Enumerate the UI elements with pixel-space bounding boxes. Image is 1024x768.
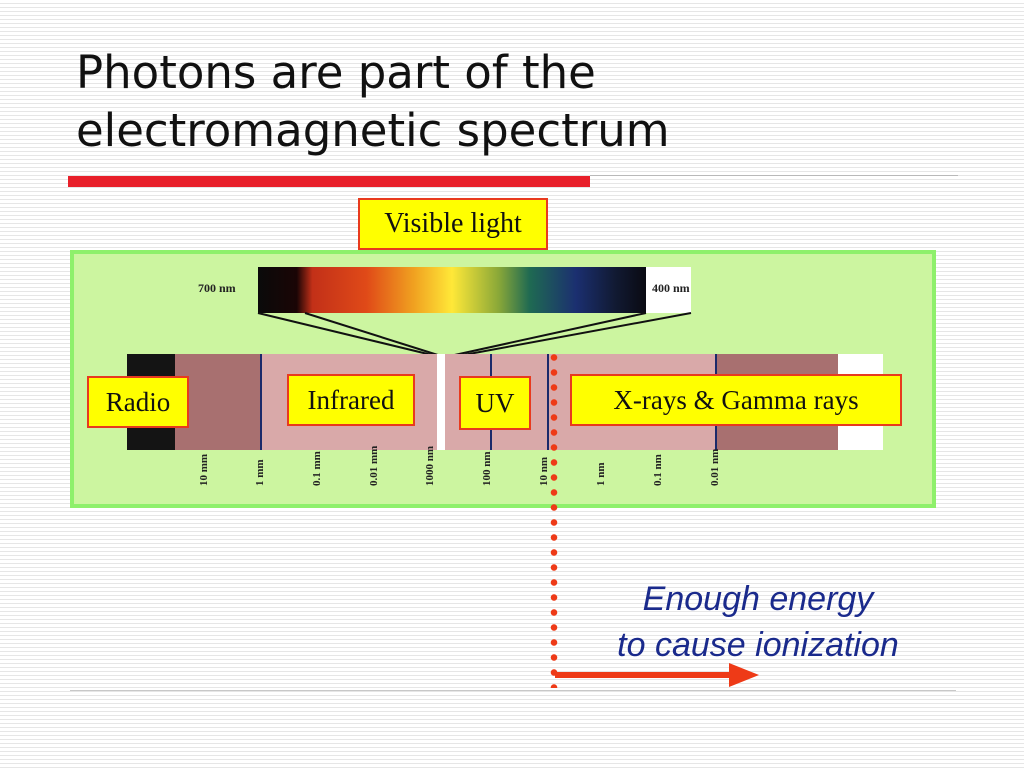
spectrum-segment-visible-gap xyxy=(437,354,445,450)
axis-tick-label: 0.1 mm xyxy=(311,451,323,486)
zoom-line-left-outer xyxy=(257,312,437,357)
zoom-line-left-inner xyxy=(304,312,442,357)
radio-label: Radio xyxy=(87,376,189,428)
zoom-line-right-outer xyxy=(457,312,692,357)
footer-rule xyxy=(70,690,956,691)
spectrum-divider xyxy=(547,354,549,450)
visible-light-label: Visible light xyxy=(358,198,548,250)
axis-tick-label: 10 mm xyxy=(198,453,210,486)
ionization-annotation-line-1: Enough energy xyxy=(642,580,874,618)
axis-tick-label: 1 nm xyxy=(595,462,607,486)
axis-tick-label: 1000 nm xyxy=(424,445,436,486)
infrared-label: Infrared xyxy=(287,374,415,426)
visible-right-wavelength: 400 nm xyxy=(652,281,690,295)
title-underline-rule xyxy=(590,175,958,176)
ionization-annotation: Enough energy to cause ionization xyxy=(580,576,936,668)
axis-tick-label: 100 nm xyxy=(481,451,493,486)
uv-label: UV xyxy=(459,376,531,430)
ionization-threshold-marker xyxy=(550,350,558,688)
visible-spectrum-strip xyxy=(258,267,646,313)
spectrum-divider xyxy=(260,354,262,450)
slide-title-line-1: Photons are part of the xyxy=(76,46,596,99)
zoom-line-right-inner xyxy=(449,312,647,357)
axis-tick-label: 0.01 mm xyxy=(368,445,380,486)
axis-tick-label: 0.1 nm xyxy=(652,454,664,486)
slide-title: Photons are part of the electromagnetic … xyxy=(76,44,956,160)
axis-tick-label: 10 nm xyxy=(538,456,550,486)
spectrum-segment-radio xyxy=(175,354,260,450)
title-underline-accent xyxy=(68,176,590,187)
slide-title-line-2: electromagnetic spectrum xyxy=(76,104,670,157)
ionization-annotation-line-2: to cause ionization xyxy=(617,626,899,664)
visible-left-wavelength: 700 nm xyxy=(198,281,236,295)
xray-gamma-label: X-rays & Gamma rays xyxy=(570,374,902,426)
right-arrow-icon xyxy=(555,663,759,687)
spectrum-bar xyxy=(127,354,883,450)
axis-tick-label: 1 mm xyxy=(254,459,266,486)
axis-tick-label: 0.01 nm xyxy=(709,448,721,486)
